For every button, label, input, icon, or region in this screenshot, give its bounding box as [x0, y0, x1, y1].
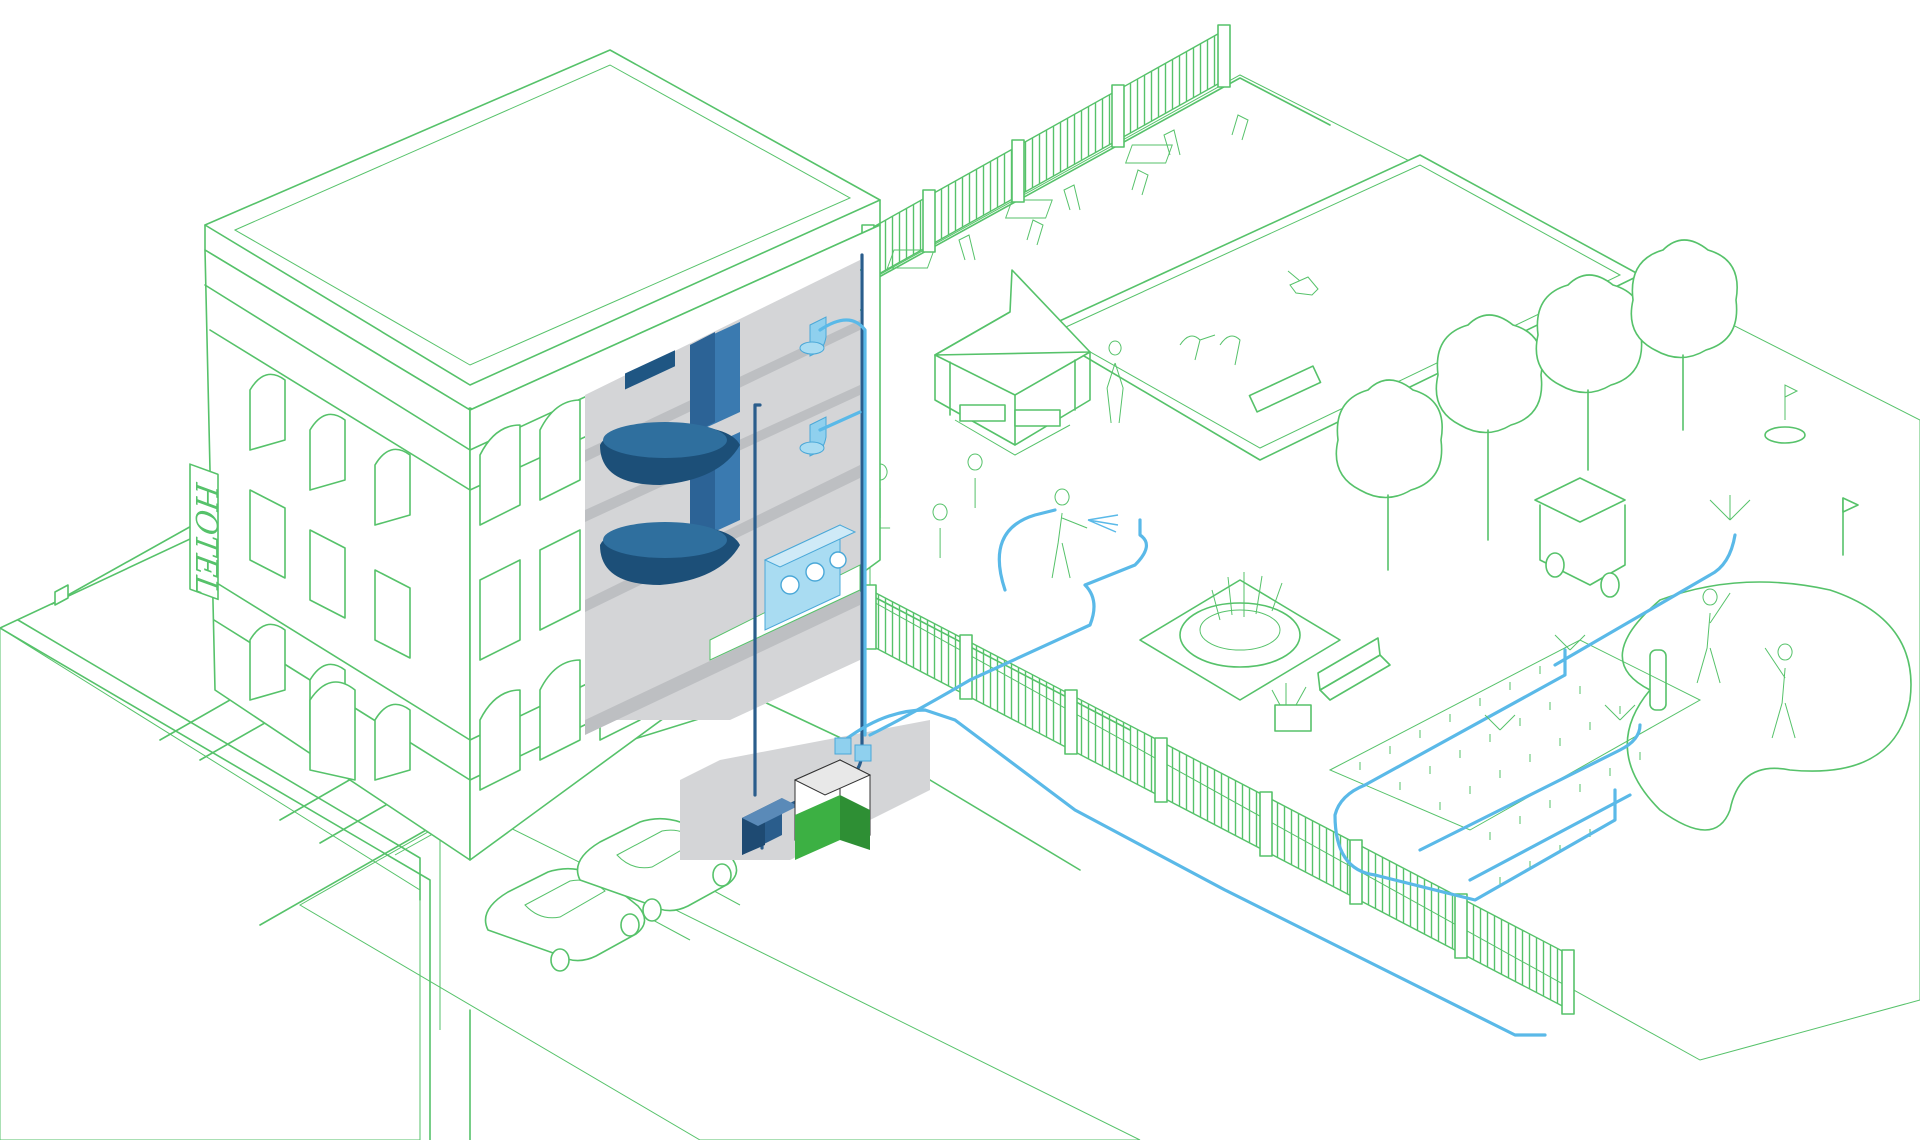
hotel-sign-text: HOTEL [188, 477, 223, 602]
treatment-module [793, 759, 872, 860]
collection-tank [742, 798, 798, 855]
planter [1271, 683, 1312, 732]
water-treatment-unit [742, 737, 872, 860]
hotel-sign: HOTEL [188, 463, 223, 602]
bathtub [600, 422, 740, 585]
bench [1317, 637, 1391, 701]
garden-courtyard [716, 74, 1920, 1061]
car-1 [484, 867, 646, 972]
gazebo [934, 269, 1091, 456]
golf-cart [1534, 477, 1626, 598]
pump [834, 737, 872, 762]
fence-front [863, 584, 1575, 1015]
irrigation-field [1328, 639, 1702, 885]
fountain [1139, 572, 1341, 701]
trees [1335, 239, 1738, 571]
sink [625, 350, 675, 390]
golf-green [1621, 384, 1912, 831]
cutaway-bathrooms [585, 260, 861, 735]
washing-machines [763, 524, 857, 631]
toilet [799, 316, 827, 457]
fence-back [861, 24, 1231, 288]
entrance-door [309, 681, 356, 781]
gardener-with-hose [1051, 488, 1119, 579]
